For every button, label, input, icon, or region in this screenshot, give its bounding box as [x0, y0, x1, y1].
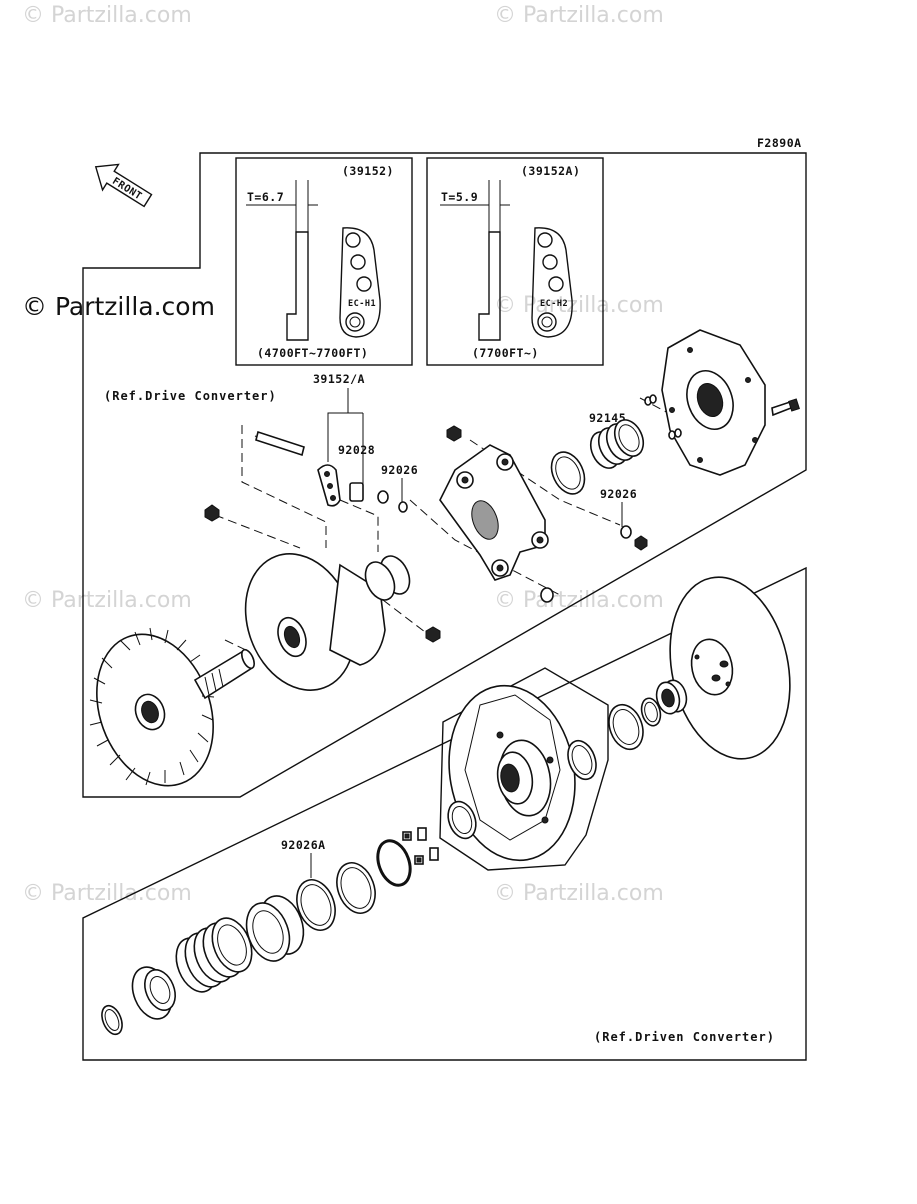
bolt [771, 400, 792, 417]
cam [245, 895, 305, 962]
shim [336, 862, 376, 914]
figure-code: F2890A [757, 136, 802, 150]
watermark: © Partzilla.com [22, 588, 192, 613]
watermark: © Partzilla.com [22, 881, 192, 906]
pin [255, 430, 305, 457]
driven-converter-frame [82, 566, 807, 1061]
fixed-sheave [89, 627, 255, 787]
ref-drive-converter: (Ref.Drive Converter) [104, 389, 277, 403]
ring [608, 703, 644, 751]
inset-part-no: (39152A) [521, 164, 580, 178]
driven-converter-parts [101, 576, 791, 1036]
inset-thickness: T=5.9 [441, 190, 478, 204]
inset-altitude: (4700FT~7700FT) [257, 346, 368, 360]
inset-weight-39152a: (39152A) T=5.9 EC-H2 (7700FT~) [426, 157, 604, 366]
callout-92026-left: 92026 [381, 463, 418, 477]
inset-weight-39152: (39152) T=6.7 EC-H1 (4700FT~7700FT) [235, 157, 413, 366]
ring [550, 451, 586, 495]
watermark: © Partzilla.com [22, 3, 192, 28]
callout-92026a: 92026A [281, 838, 326, 852]
watermark: © Partzilla.com [494, 3, 664, 28]
grease-fittings [402, 827, 439, 865]
snap-ring [101, 1004, 123, 1036]
inset-mark: EC-H2 [540, 299, 568, 309]
inset-altitude: (7700FT~) [472, 346, 539, 360]
callout-92026-right: 92026 [600, 487, 637, 501]
nut [425, 626, 441, 643]
front-arrow-icon: FRONT [94, 163, 153, 208]
cover [661, 329, 766, 476]
inset-mark: EC-H1 [348, 299, 376, 309]
ref-driven-converter: (Ref.Driven Converter) [594, 1030, 775, 1044]
nut [204, 504, 220, 522]
o-ring [640, 697, 662, 727]
drive-converter-parts [89, 329, 800, 787]
washer [377, 490, 389, 504]
spider [439, 444, 549, 581]
inset-thickness: T=6.7 [247, 190, 284, 204]
watermark-dark: © Partzilla.com [22, 292, 215, 321]
callout-92028: 92028 [338, 443, 375, 457]
watermark: © Partzilla.com [494, 293, 664, 318]
callouts: 39152/A 92028 92026 92145 92026 92026A [281, 372, 637, 878]
callout-39152-a: 39152/A [313, 372, 365, 386]
driven-spring [175, 917, 253, 993]
roller [540, 587, 554, 603]
watermark: © Partzilla.com [494, 881, 664, 906]
callout-92145: 92145 [589, 411, 626, 425]
washer [398, 501, 408, 513]
collar [349, 482, 364, 502]
drive-converter-frame [82, 152, 807, 798]
o-ring [376, 839, 412, 887]
nut [446, 425, 462, 442]
inset-part-no: (39152) [342, 164, 394, 178]
spring [589, 419, 645, 469]
